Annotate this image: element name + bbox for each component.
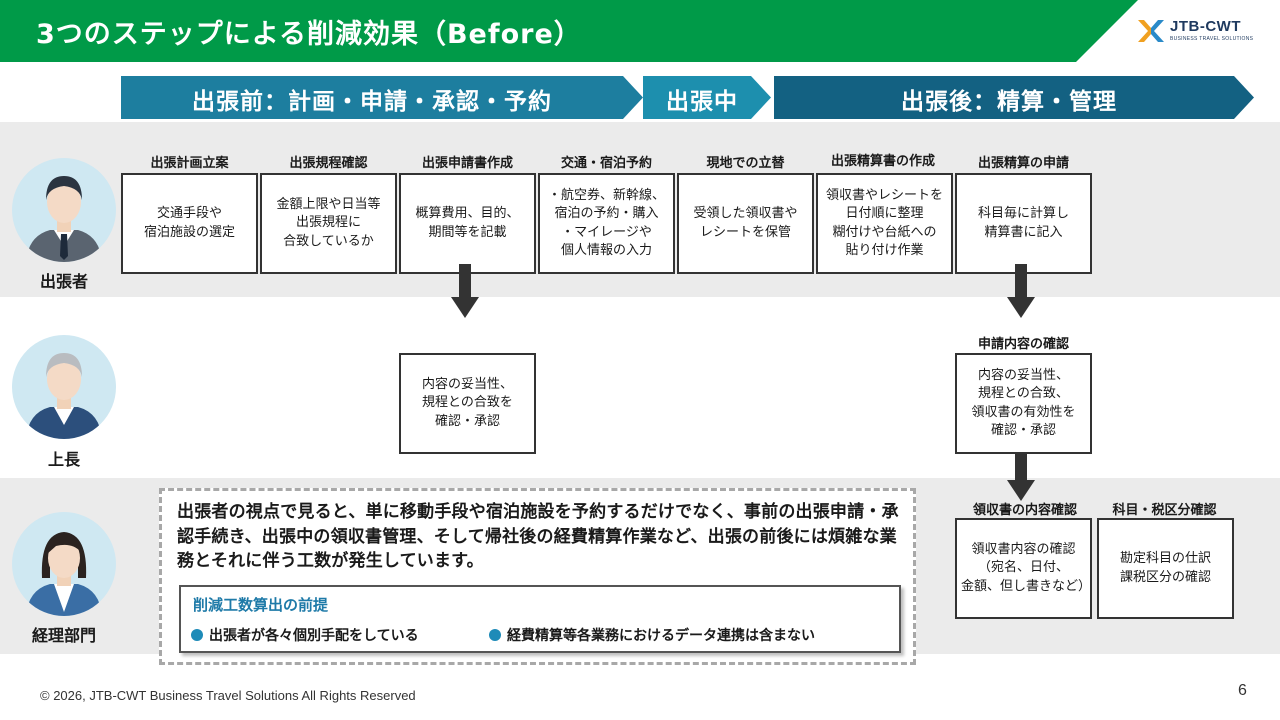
summary-note: 出張者の視点で見ると、単に移動手段や宿泊施設を予約するだけでなく、事前の出張申請…: [159, 488, 916, 665]
phase-before-arrow: [121, 76, 643, 119]
step-box-application: 概算費用、目的、 期間等を記載: [399, 173, 536, 274]
phase-during-label: 出張中: [666, 89, 738, 115]
company-logo: JTB-CWT BUSINESS TRAVEL SOLUTIONS: [1136, 16, 1266, 48]
manager-avatar: [12, 335, 116, 439]
step-box-planning: 交通手段や 宿泊施設の選定: [121, 173, 258, 274]
summary-text: 出張者の視点で見ると、単に移動手段や宿泊施設を予約するだけでなく、事前の出張申請…: [177, 502, 899, 572]
bullet-icon: [489, 629, 501, 641]
step-title-application: 出張申請書作成: [421, 156, 513, 171]
logo-subtext: BUSINESS TRAVEL SOLUTIONS: [1170, 36, 1254, 42]
premise-item: 経費精算等各業務におけるデータ連携は含まない: [489, 625, 815, 645]
logo-mark-icon: [1138, 20, 1164, 42]
title-bar: 3つのステップによる削減効果（Before） JTB-CWT BUSINESS …: [0, 0, 1280, 62]
page-number: 6: [1238, 682, 1247, 699]
step-title-regulation: 出張規程確認: [289, 156, 368, 171]
receipt-check-title: 領収書の内容確認: [972, 503, 1077, 518]
step-box-expense-submission: 科目毎に計算し 精算書に記入: [955, 173, 1092, 274]
phase-before-label: 出張前：計画・申請・承認・予約: [192, 89, 552, 115]
logo-text: JTB-CWT: [1170, 18, 1241, 35]
tax-check-title: 科目・税区分確認: [1112, 503, 1217, 518]
tax-check-box: 勘定科目の仕訳 課税区分の確認: [1097, 518, 1234, 619]
step-title-expense-report: 出張精算書の作成: [830, 154, 935, 169]
step-title-advance-payment: 現地での立替: [706, 156, 785, 171]
down-arrow-icon: [1007, 447, 1035, 501]
manager-approval-box: 内容の妥当性、 規程との合致を 確認・承認: [399, 353, 536, 454]
step-box-regulation: 金額上限や日当等 出張規程に 合致しているか: [260, 173, 397, 274]
traveler-avatar: [12, 158, 116, 262]
manager-label: 上長: [47, 450, 80, 469]
step-title-planning: 出張計画立案: [150, 156, 229, 171]
accounting-avatar: [12, 512, 116, 616]
step-title-booking: 交通・宿泊予約: [560, 156, 652, 171]
premise-item-text: 経費精算等各業務におけるデータ連携は含まない: [507, 628, 815, 644]
manager-review-title: 申請内容の確認: [977, 337, 1069, 352]
phase-after-label: 出張後：精算・管理: [901, 89, 1117, 115]
receipt-check-box: 領収書内容の確認 （宛名、日付、 金額、但し書きなど）: [955, 518, 1092, 619]
down-arrow-icon: [451, 264, 479, 318]
bullet-icon: [191, 629, 203, 641]
phase-before-trip: 出張前：計画・申請・承認・予約: [121, 76, 643, 119]
premise-item: 出張者が各々個別手配をしている: [191, 625, 419, 645]
copyright: © 2026, JTB-CWT Business Travel Solution…: [40, 688, 416, 703]
step-box-booking: ・航空券、新幹線、 宿泊の予約・購入 ・マイレージや 個人情報の入力: [538, 173, 675, 274]
traveler-label: 出張者: [39, 272, 88, 291]
step-title-expense-submission: 出張精算の申請: [977, 156, 1069, 171]
title-bar-shape: [0, 0, 1138, 62]
page-title: 3つのステップによる削減効果（Before）: [36, 19, 582, 50]
premise-title: 削減工数算出の前提: [193, 596, 329, 614]
phase-after-arrow: [774, 76, 1254, 119]
premise-item-text: 出張者が各々個別手配をしている: [209, 628, 419, 644]
step-box-expense-report: 領収書やレシートを 日付順に整理 糊付けや台紙への 貼り付け作業: [816, 173, 953, 274]
phase-during-arrow: [643, 76, 771, 119]
accounting-label: 経理部門: [31, 626, 96, 645]
phase-during-trip: 出張中: [643, 76, 771, 119]
phase-after-trip: 出張後：精算・管理: [774, 76, 1254, 119]
manager-review-box: 内容の妥当性、 規程との合致、 領収書の有効性を 確認・承認: [955, 353, 1092, 454]
premise-box: 削減工数算出の前提 出張者が各々個別手配をしている 経費精算等各業務におけるデー…: [179, 585, 901, 653]
down-arrow-icon: [1007, 264, 1035, 318]
step-box-advance-payment: 受領した領収書や レシートを保管: [677, 173, 814, 274]
